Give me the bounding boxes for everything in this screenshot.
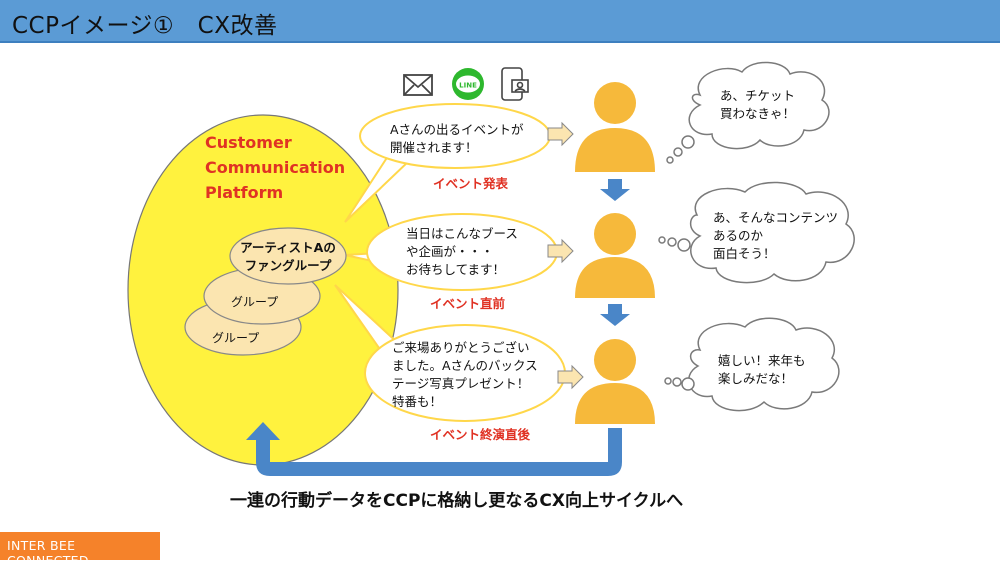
message-line: ました。Aさんのバックス (392, 358, 538, 373)
group-label: グループ (231, 295, 279, 309)
stage-label-1: イベント発表 (433, 176, 509, 191)
down-arrow-1 (600, 179, 630, 201)
thought-line: 面白そう！ (713, 246, 776, 261)
platform-label-line: Platform (205, 183, 284, 202)
smartphone-icon (501, 67, 529, 101)
thought-cloud-1 (666, 61, 830, 164)
mail-icon (403, 74, 433, 96)
cycle-caption: 一連の行動データをCCPに格納し更なるCX向上サイクルへ (230, 491, 684, 511)
thought-line: 嬉しい！来年も (718, 353, 806, 368)
message-text-3: ご来場ありがとうござい ました。Aさんのバックス テージ写真プレゼント！ 特番も… (392, 339, 538, 411)
stage-label-2: イベント直前 (430, 296, 506, 311)
thought-line: あ、チケット (720, 88, 796, 103)
platform-label: Customer Communication Platform (205, 130, 345, 205)
message-line: 特番も！ (392, 394, 443, 409)
group-label: グループ (212, 331, 260, 345)
thought-text-1: あ、チケット 買わなきゃ！ (720, 87, 795, 123)
right-arrow-1 (547, 121, 574, 147)
thought-text-2: あ、そんなコンテンツ あるのか 面白そう！ (713, 209, 838, 263)
thought-cloud-3 (664, 317, 840, 412)
person-icon-2 (575, 213, 655, 298)
thought-line: あるのか (713, 228, 764, 243)
message-line: や企画が・・・ (406, 244, 494, 259)
person-icon-1 (575, 82, 655, 172)
cycle-return-arrow (246, 422, 622, 476)
thought-text-3: 嬉しい！来年も 楽しみだな！ (718, 352, 806, 388)
down-arrow-2 (600, 304, 630, 326)
right-arrow-3 (557, 364, 584, 390)
thought-line: あ、そんなコンテンツ (713, 210, 839, 225)
person-icon-3 (575, 339, 655, 424)
thought-line: 楽しみだな！ (718, 371, 794, 386)
thought-line: 買わなきゃ！ (720, 106, 796, 121)
platform-label-line: Communication (205, 158, 346, 177)
fan-group-label-line: アーティストAの (240, 240, 336, 255)
message-line: ご来場ありがとうござい (392, 340, 530, 355)
footer-badge: INTER BEE CONNECTED (0, 532, 160, 568)
thought-cloud-2 (658, 181, 855, 284)
message-line: 開催されます！ (390, 140, 478, 155)
page-title: CCPイメージ① CX改善 (12, 13, 278, 39)
fan-group-label: アーティストAの ファングループ (232, 239, 344, 275)
stage-label-3: イベント終演直後 (430, 427, 531, 442)
message-line: 当日はこんなブース (406, 226, 518, 241)
message-line: テージ写真プレゼント！ (392, 376, 530, 391)
fan-group-ellipse (229, 227, 347, 285)
right-arrow-2 (547, 238, 574, 264)
message-text-1: Aさんの出るイベントが 開催されます！ (390, 121, 524, 157)
fan-group-label-line: ファングループ (244, 258, 332, 273)
header-bar: CCPイメージ① CX改善 (0, 0, 1000, 43)
message-line: お待ちしてます！ (406, 262, 506, 277)
message-text-2: 当日はこんなブース や企画が・・・ お待ちしてます！ (406, 225, 518, 279)
message-line: Aさんの出るイベントが (390, 122, 524, 137)
platform-label-line: Customer (205, 133, 292, 152)
line-icon: LINE (452, 68, 484, 100)
line-icon-label: LINE (459, 82, 477, 90)
